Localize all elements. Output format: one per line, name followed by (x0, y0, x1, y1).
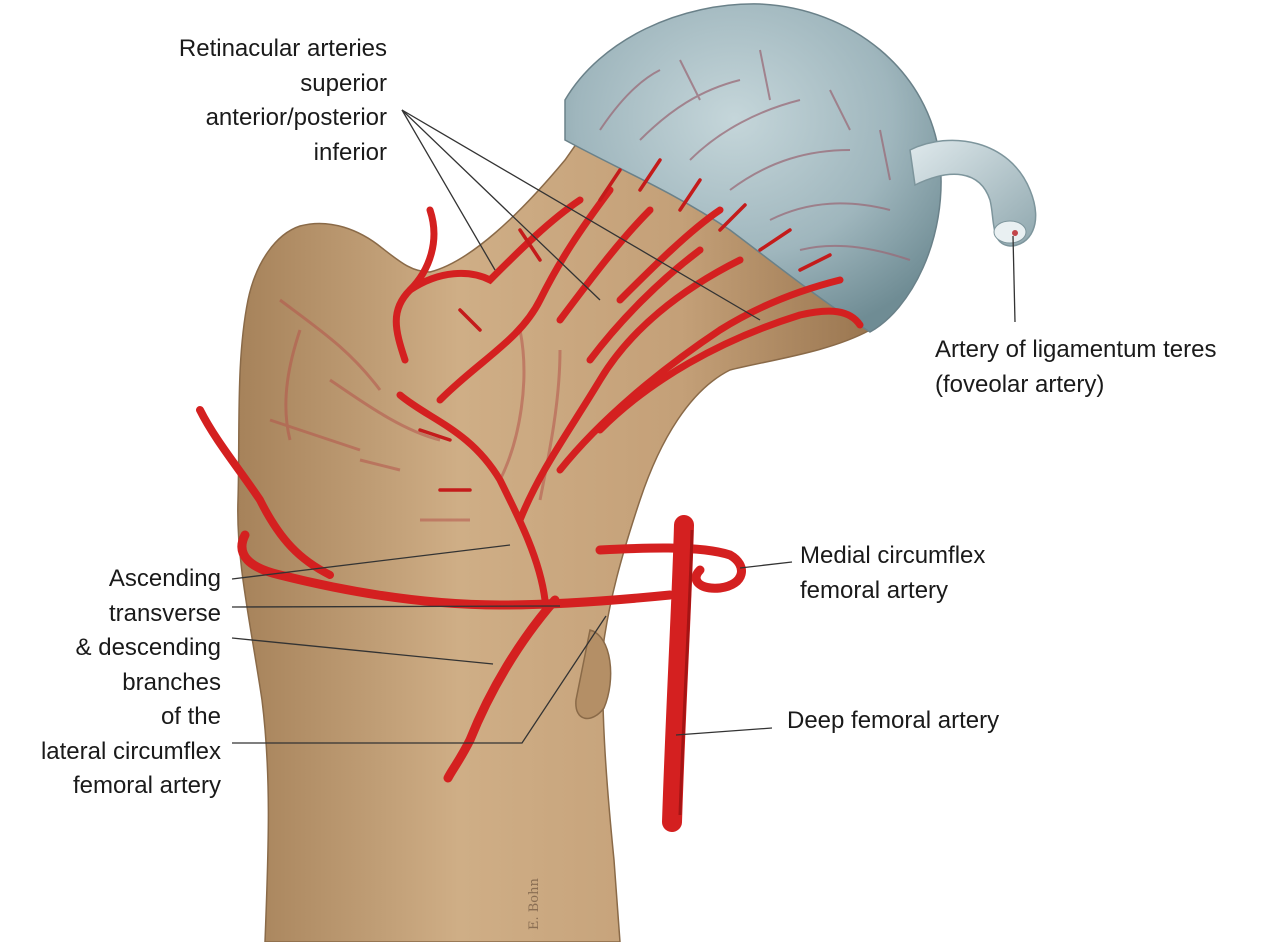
ascending-branch (196, 406, 334, 579)
artist-signature: E. Bohn (527, 877, 542, 930)
head-vessels (599, 49, 911, 261)
lateral-line-4: branches (122, 668, 221, 696)
lateral-line-5: of the (160, 703, 221, 730)
retinacular-branch-twigs (418, 158, 832, 492)
lateral-circumflex-label: Ascending transverse & descending branch… (41, 562, 221, 804)
ligamentum-teres-lumen (993, 220, 1027, 244)
medial-circumflex-label: Medial circumflex femoral artery (800, 539, 985, 608)
retinacular-arteries (392, 186, 864, 604)
ligamentum-teres-label: Artery of ligamentum teres (foveolar art… (935, 333, 1216, 402)
lateral-line-6: lateral circumflex (40, 737, 221, 765)
lateral-line-7: femoral artery (72, 772, 221, 799)
intraosseous-vessels (269, 298, 562, 522)
deep-femoral-text: Deep femoral artery (787, 707, 1000, 734)
lateral-line-3: & descending (75, 634, 221, 661)
retinacular-line-3: anterior/posterior (205, 104, 387, 131)
ligamentum-teres (909, 139, 1037, 247)
lateral-line-2: transverse (108, 599, 221, 627)
medial-line-2: femoral artery (800, 576, 949, 604)
deep-femoral-artery (662, 515, 694, 832)
retinacular-line-2: superior (300, 69, 387, 97)
descending-branch (443, 595, 560, 783)
leader-lines (231, 109, 1016, 744)
medial-line-1: Medial circumflex (800, 542, 986, 569)
medial-circumflex-artery (595, 543, 746, 593)
lesser-trochanter (575, 629, 612, 720)
retinacular-arteries-label: Retinacular arteries superior anterior/p… (179, 32, 387, 170)
deep-femoral-label: Deep femoral artery (787, 704, 999, 739)
lateral-line-1: Ascending (108, 565, 221, 592)
retinacular-line-1: Retinacular arteries (178, 35, 387, 62)
ligamentum-line-1: Artery of ligamentum teres (935, 336, 1217, 363)
retinacular-line-4: inferior (313, 138, 387, 166)
lateral-circumflex-artery (237, 530, 675, 610)
ligamentum-line-2: (foveolar artery) (935, 370, 1105, 398)
